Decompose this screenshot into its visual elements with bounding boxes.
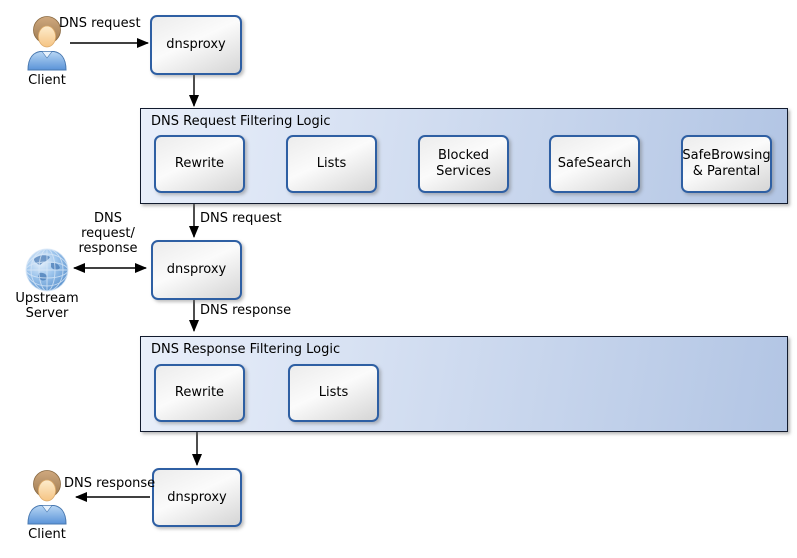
node-dnsproxy-mid: dnsproxy [151, 240, 242, 300]
edge-label-proxy-response: DNS response [200, 303, 292, 318]
globe-grid [25, 248, 69, 292]
request-filtering-title: DNS Request Filtering Logic [151, 114, 331, 129]
step-lists: Lists [286, 135, 377, 193]
step-lists-response: Lists [288, 364, 379, 422]
step-rewrite-response: Rewrite [154, 364, 245, 422]
person-icon [27, 16, 67, 71]
edge-label-client-response: DNS response [64, 476, 156, 491]
response-filtering-title: DNS Response Filtering Logic [151, 342, 341, 357]
globe-icon [25, 248, 69, 292]
client-top-icon [25, 13, 69, 71]
step-safesearch: SafeSearch [549, 135, 640, 193]
step-blocked-services-label: Blocked Services [436, 148, 491, 179]
step-blocked-services: Blocked Services [418, 135, 509, 193]
client-bottom-icon [25, 467, 69, 525]
node-dnsproxy-bottom: dnsproxy [152, 468, 242, 527]
person-icon [27, 470, 67, 525]
node-dnsproxy-bottom-label: dnsproxy [167, 489, 227, 505]
step-rewrite: Rewrite [154, 135, 245, 193]
step-rewrite-label: Rewrite [174, 156, 225, 172]
upstream-server-icon [24, 247, 70, 293]
step-safesearch-label: SafeSearch [557, 156, 632, 172]
step-lists-label: Lists [316, 156, 347, 172]
edge-label-upstream-exchange: DNS request/ response [78, 211, 138, 256]
container-request-filtering: DNS Request Filtering Logic Rewrite List… [140, 108, 788, 204]
edge-label-client-request: DNS request [59, 16, 141, 31]
node-dnsproxy-top-label: dnsproxy [166, 37, 226, 53]
step-rewrite-response-label: Rewrite [174, 385, 225, 401]
node-dnsproxy-mid-label: dnsproxy [166, 262, 227, 278]
client-bottom-label: Client [28, 527, 66, 542]
client-top-label: Client [28, 73, 66, 88]
upstream-server-label: Upstream Server [15, 291, 79, 321]
step-safebrowsing-parental: SafeBrowsing & Parental [681, 135, 772, 193]
edge-label-filtered-request: DNS request [200, 211, 282, 226]
container-response-filtering: DNS Response Filtering Logic Rewrite Lis… [140, 336, 788, 432]
step-safebrowsing-parental-label: SafeBrowsing & Parental [682, 148, 771, 179]
step-lists-response-label: Lists [318, 385, 349, 401]
node-dnsproxy-top: dnsproxy [150, 15, 242, 75]
